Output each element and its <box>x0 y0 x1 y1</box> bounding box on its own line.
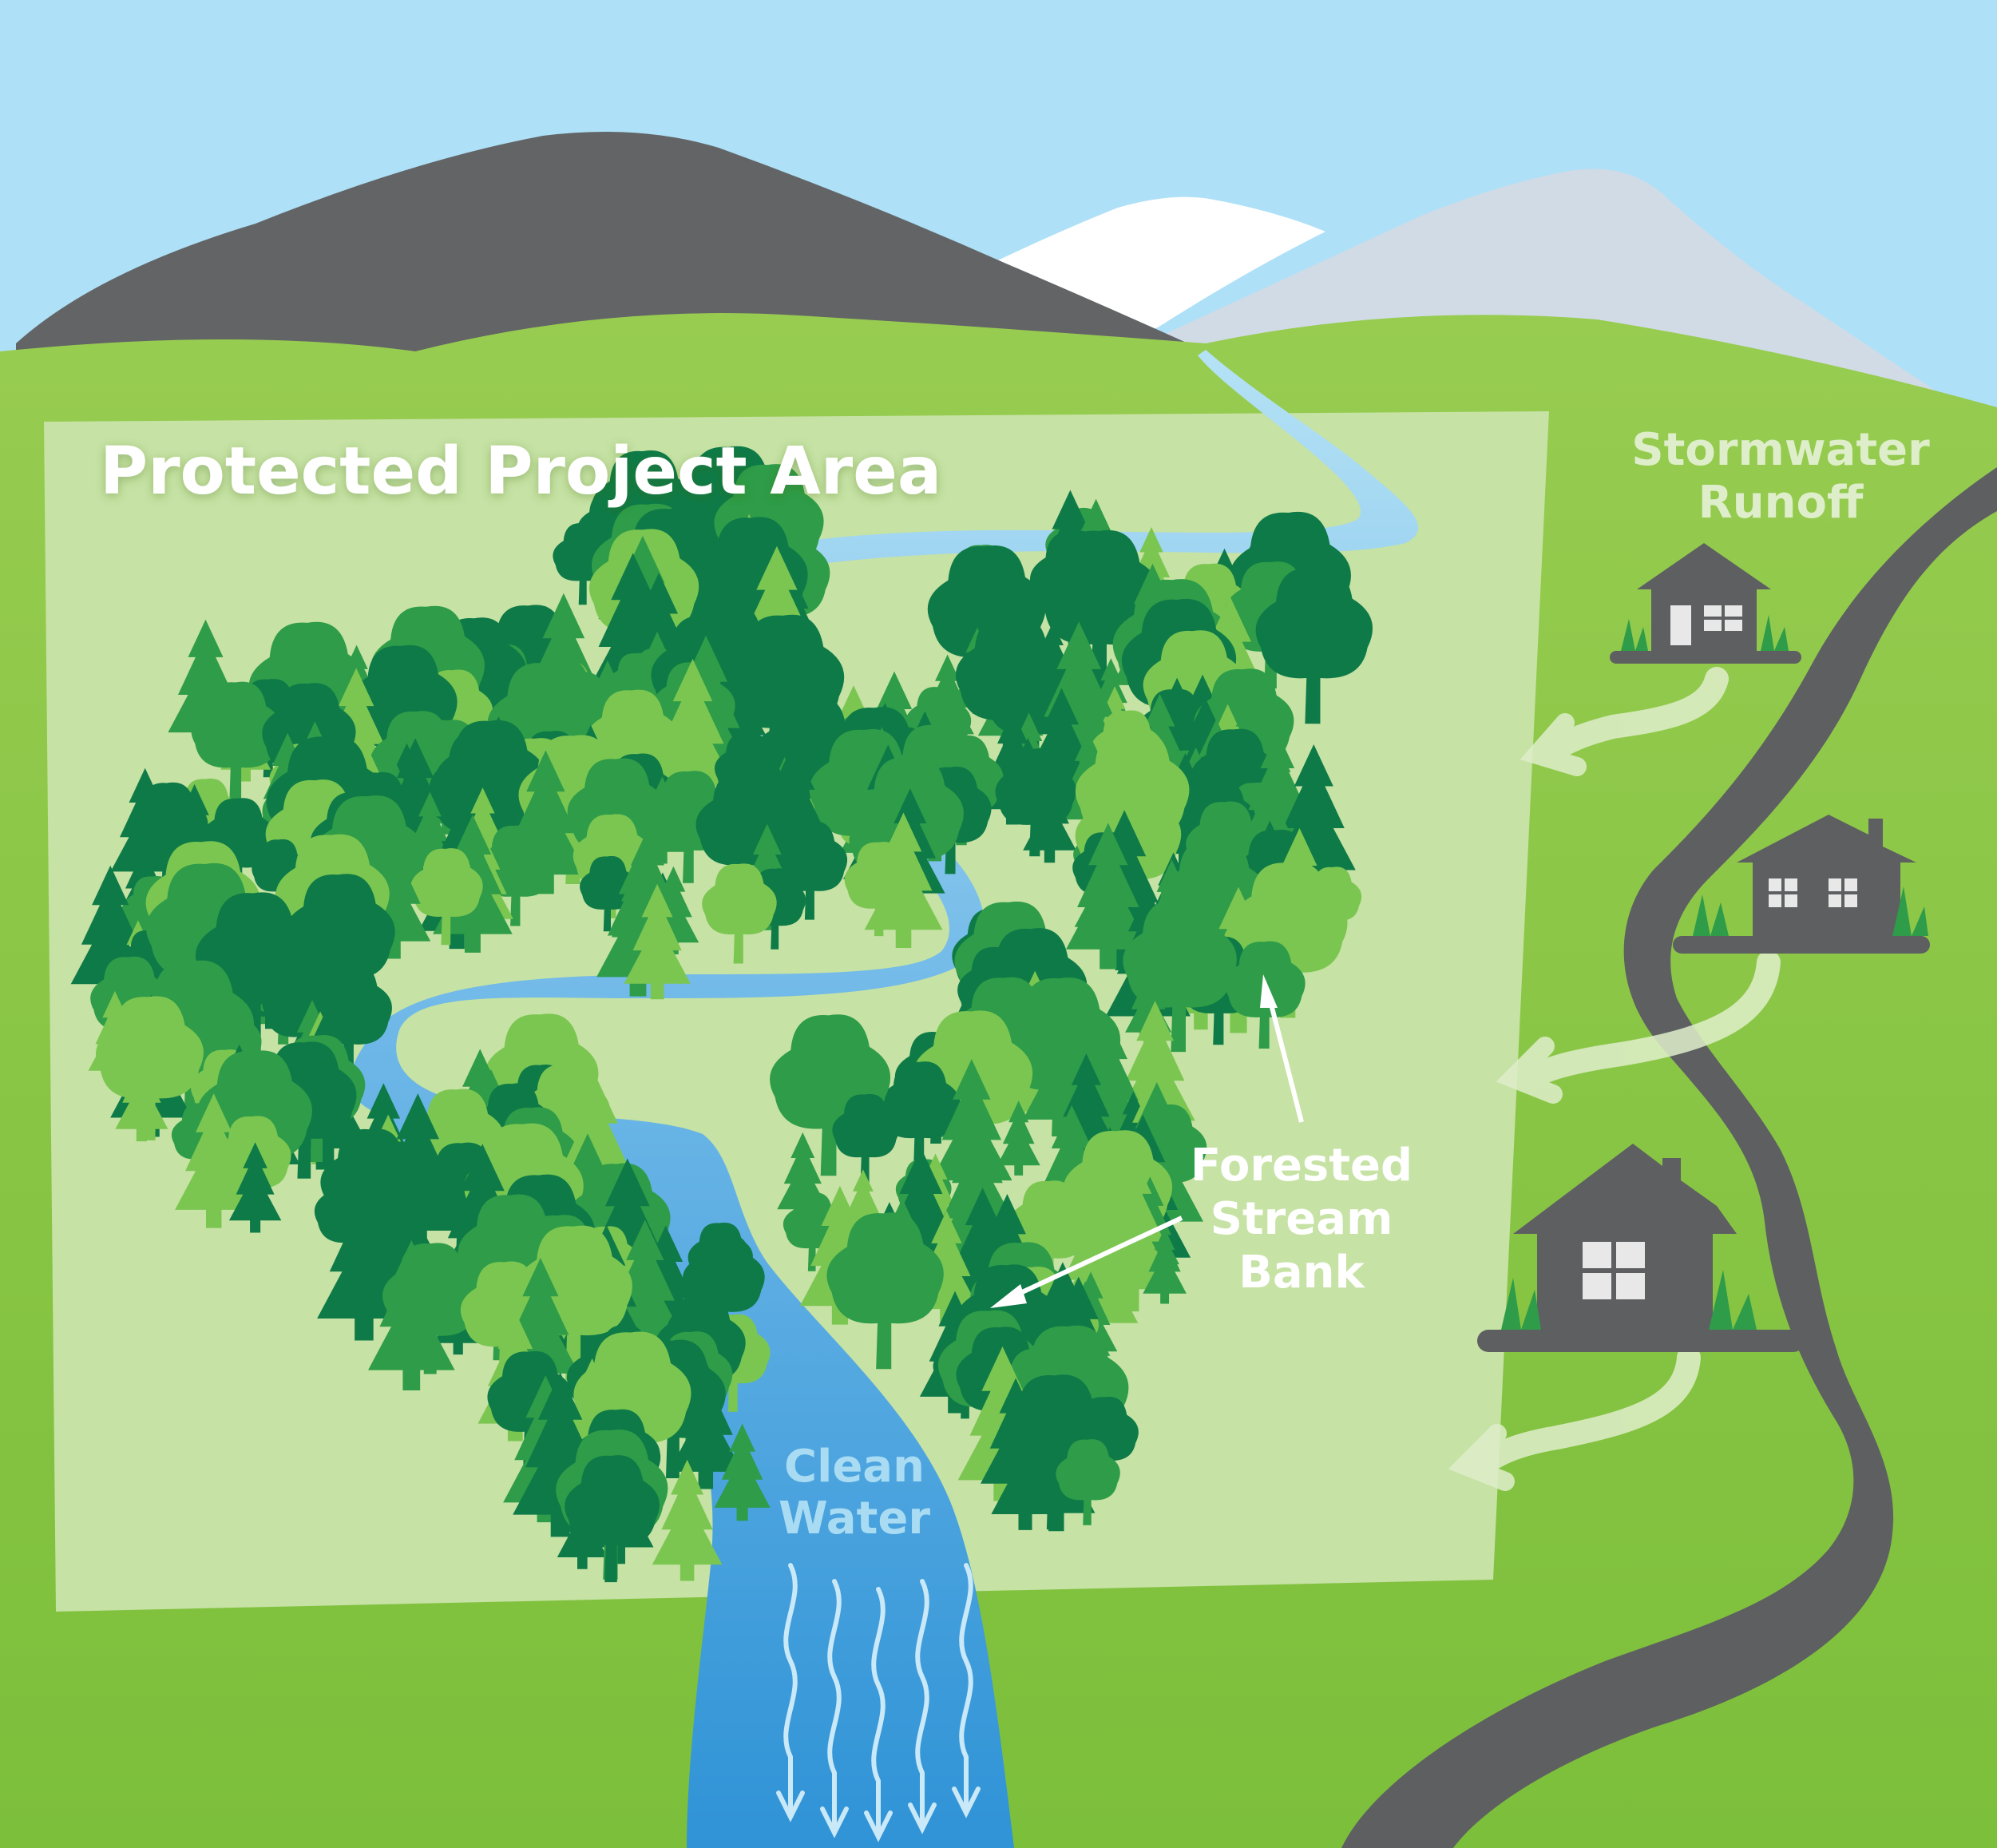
grass <box>1693 886 1928 936</box>
forested-label-line2: Stream <box>1210 1193 1393 1245</box>
runoff-arrow-icon <box>1448 1346 1701 1491</box>
runoff-arrows <box>1448 667 1781 1491</box>
house-1 <box>1610 543 1801 664</box>
clean-water-line1: Clean <box>784 1441 925 1493</box>
house-icon <box>1673 815 1930 954</box>
stream-body <box>350 350 1419 1848</box>
flow-arrows <box>776 1563 981 1842</box>
flow-arrow-icon <box>952 1563 981 1818</box>
flow-arrow-icon <box>908 1579 937 1834</box>
pointer-arrow-icon <box>1260 974 1304 1123</box>
house-icon <box>1610 543 1801 664</box>
stormwater-label: Stormwater Runoff <box>1631 424 1930 529</box>
forested-stream-bank-label: Forested Stream Bank <box>1191 1140 1413 1299</box>
stormwater-label-line2: Runoff <box>1698 477 1864 529</box>
flow-arrow-icon <box>864 1587 893 1842</box>
house-2 <box>1673 815 1930 954</box>
forested-label-line1: Forested <box>1191 1140 1413 1192</box>
grass <box>1621 615 1789 651</box>
runoff-arrow-icon <box>1520 667 1729 776</box>
flow-arrow-icon <box>820 1579 849 1838</box>
grass <box>1501 1270 1757 1330</box>
stormwater-label-line1: Stormwater <box>1631 424 1930 476</box>
pointer-arrow-icon <box>990 1215 1183 1308</box>
house-3 <box>1477 1144 1805 1352</box>
clean-water-label: Clean Water <box>779 1441 930 1545</box>
forested-label-line3: Bank <box>1238 1247 1365 1299</box>
pointer-arrows <box>990 974 1304 1308</box>
page-title: Protected Project Area <box>100 434 941 510</box>
clean-water-line2: Water <box>779 1493 930 1545</box>
house-icon <box>1477 1144 1805 1352</box>
runoff-arrow-icon <box>1496 950 1781 1104</box>
flow-arrow-icon <box>776 1563 805 1822</box>
